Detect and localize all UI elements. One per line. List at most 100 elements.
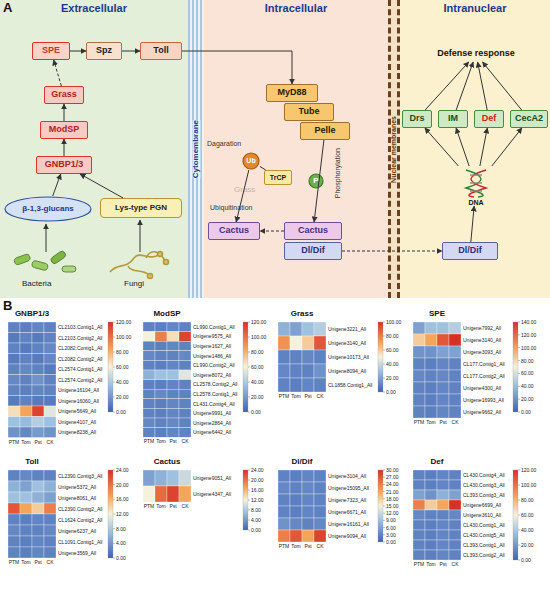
heatmap-cell <box>437 530 449 540</box>
row-label: CL2103.Contig2_All <box>58 335 102 340</box>
heatmap-cell <box>8 503 20 514</box>
node-label: TrCP <box>270 174 286 181</box>
row-label: CL1858.Contig1_All <box>328 383 372 388</box>
heatmap-cell <box>302 336 314 350</box>
row-label: CL2390.Contig3_All <box>58 473 102 478</box>
heatmap-cell <box>425 500 437 510</box>
colorbar <box>243 470 248 530</box>
row-label: CL2574.Contig2_All <box>58 377 102 382</box>
column-label: Pst <box>304 394 311 399</box>
colorbar-tick <box>248 490 250 491</box>
heatmap-cell <box>179 380 191 390</box>
colorbar-tick <box>383 336 385 337</box>
heatmap-cell <box>290 364 302 378</box>
row-label: Unigene3140_All <box>328 341 366 346</box>
heatmap-title: Def <box>431 458 444 466</box>
column-label: Tom <box>21 560 30 565</box>
colorbar-tick-label: 20.00 <box>116 482 129 487</box>
heatmap-cell <box>413 334 425 346</box>
colorbar-tick <box>518 322 520 323</box>
heatmap-cell <box>425 520 437 530</box>
amp-gene-box: Def <box>474 110 504 128</box>
heatmap-cell <box>437 370 449 382</box>
heatmap-cell <box>167 399 179 409</box>
colorbar-tick <box>248 480 250 481</box>
row-label: CL2082.Contig1_All <box>58 346 102 351</box>
colorbar-tick-label: 40.00 <box>386 362 399 367</box>
heatmap-cell <box>437 490 449 500</box>
connector-arrow <box>122 51 140 52</box>
heatmap-title: Toll <box>25 458 39 466</box>
node-label: CecA2 <box>515 114 543 123</box>
heatmap-cell <box>167 370 179 380</box>
row-label: Unigene1627_All <box>193 344 231 349</box>
node-label: P <box>313 177 318 185</box>
node-label: Ub <box>246 157 255 164</box>
heatmap-cell <box>20 322 32 333</box>
colorbar-tick <box>383 498 385 499</box>
row-label: CL430.Contig4_All <box>463 473 505 478</box>
heatmap-cell <box>44 354 56 365</box>
heatmap-cell <box>179 470 191 486</box>
colorbar-tick-label: 8.00 <box>116 526 126 531</box>
node-label: Dl/Dif <box>458 246 482 255</box>
heatmap-cell <box>425 470 437 480</box>
row-label: Unigene8061_All <box>58 495 96 500</box>
heatmap-cell <box>413 520 425 530</box>
heatmap-cell <box>20 417 32 428</box>
protein-box: ModSP <box>40 121 88 139</box>
heatmap-cell <box>437 470 449 480</box>
row-label: Unigene9991_All <box>193 411 231 416</box>
heatmap-cell <box>44 536 56 547</box>
heatmap-cell <box>167 428 179 438</box>
node-label: SPE <box>42 46 60 55</box>
column-label: PTM <box>279 544 290 549</box>
heatmap-cell <box>302 322 314 336</box>
column-label: CK <box>47 440 54 445</box>
heatmap-cell <box>413 510 425 520</box>
heatmap-cell <box>179 408 191 418</box>
column-label: Tom <box>426 562 435 567</box>
kinase-box: Pelle <box>300 122 350 140</box>
heatmap-cell <box>20 375 32 386</box>
colorbar-tick-label: 40.00 <box>116 380 129 385</box>
row-label: Unigene15095_All <box>328 486 369 491</box>
colorbar-tick-label: 6.00 <box>386 525 396 530</box>
row-label: Unigene2864_All <box>193 420 231 425</box>
heatmap-cell <box>143 351 155 361</box>
organism-label: Fungi <box>124 280 144 288</box>
heatmap-cell <box>20 481 32 492</box>
heatmap-cell <box>314 378 326 392</box>
colorbar-tick-label: 80.00 <box>386 334 399 339</box>
connector-arrow <box>483 62 522 110</box>
column-label: PTM <box>144 504 155 509</box>
heatmap-cell <box>449 382 461 394</box>
heatmap-cell <box>155 360 167 370</box>
heatmap-cell <box>155 332 167 342</box>
heatmap-cell <box>302 350 314 364</box>
colorbar-tick <box>113 352 115 353</box>
heatmap-cell <box>449 480 461 490</box>
heatmap-cell <box>290 482 302 494</box>
heatmap-cell <box>302 494 314 506</box>
node-label: Pelle <box>314 126 335 135</box>
heatmap-cell <box>20 503 32 514</box>
heatmap-cell <box>44 481 56 492</box>
colorbar-tick-label: 120.00 <box>521 332 536 337</box>
protein-box: GNBP1/3 <box>36 156 92 174</box>
colorbar-tick-label: 27.00 <box>386 475 399 480</box>
heatmap-cell <box>425 346 437 358</box>
heatmap-cell <box>278 364 290 378</box>
colorbar-tick-label: 120.00 <box>521 468 536 473</box>
heatmap-cell <box>155 341 167 351</box>
protein-box: SPE <box>32 42 70 60</box>
row-label: CL1091.Contig1_All <box>58 539 102 544</box>
column-label: Tom <box>21 440 30 445</box>
heatmap-cell <box>449 500 461 510</box>
colorbar-tick-label: 20.00 <box>521 397 534 402</box>
node-label: Defense response <box>437 49 515 58</box>
row-label: CL2103.Contig1_All <box>58 325 102 330</box>
heatmap-cell <box>314 336 326 350</box>
colorbar-tick <box>248 337 250 338</box>
heatmap-cell <box>425 322 437 334</box>
